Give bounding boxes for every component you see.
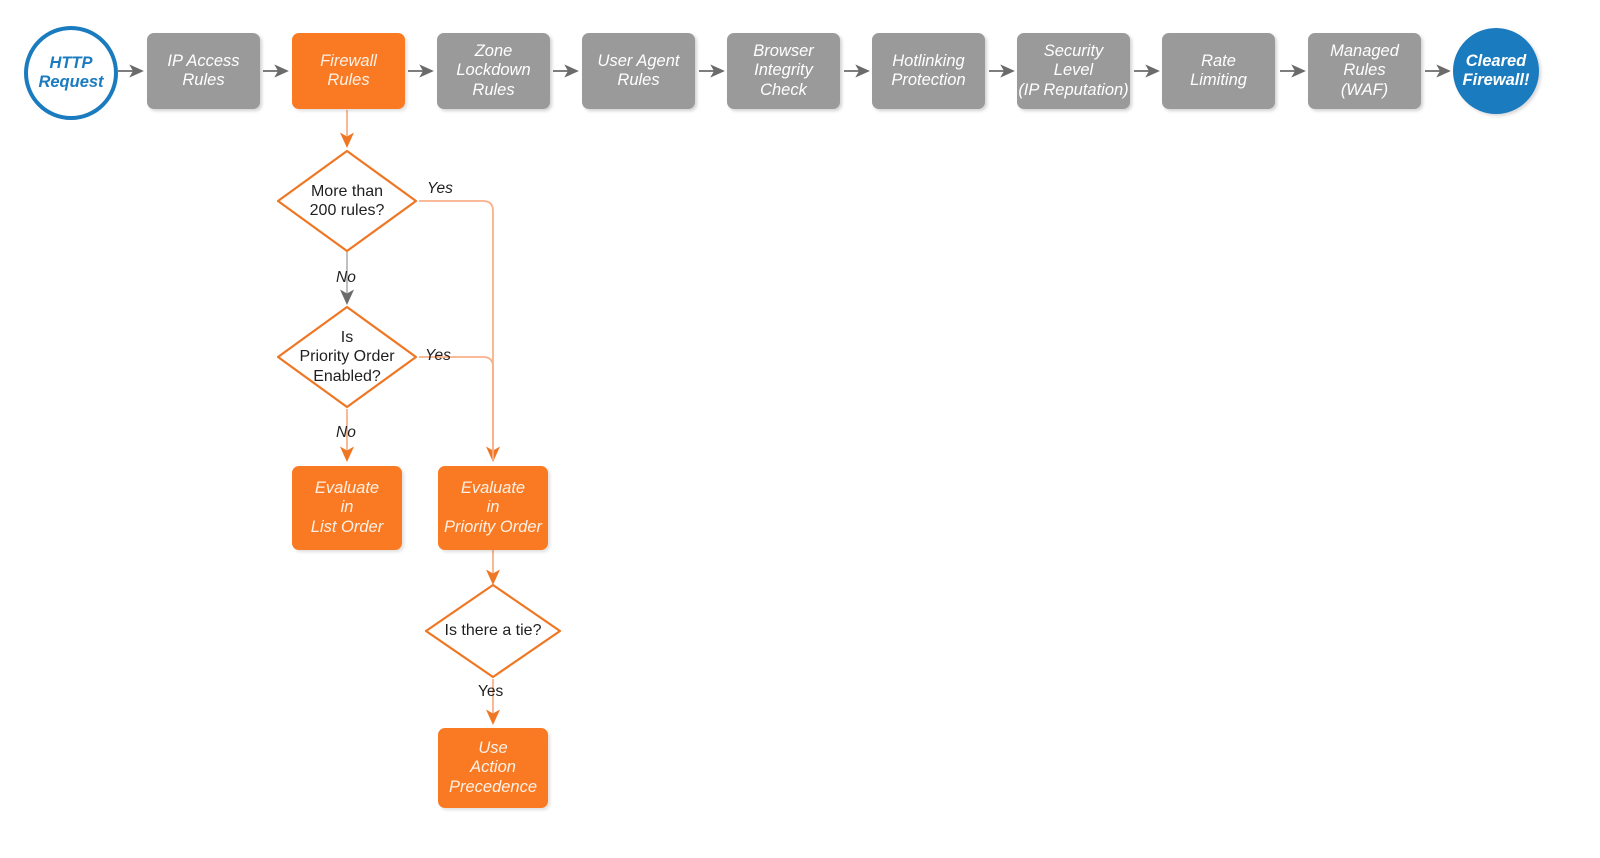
- node-cleared-firewall[interactable]: Cleared Firewall!: [1453, 28, 1539, 114]
- node-http-request[interactable]: HTTP Request: [24, 26, 118, 120]
- node-ip-access-rules[interactable]: IP Access Rules: [147, 33, 260, 109]
- node-browser-integrity-check[interactable]: Browser Integrity Check: [727, 33, 840, 109]
- edge-label-tie-yes: Yes: [478, 683, 504, 700]
- node-zone-lockdown-rules[interactable]: Zone Lockdown Rules: [437, 33, 550, 109]
- node-priority-order-enabled[interactable]: Is Priority Order Enabled?: [276, 305, 418, 409]
- edge-label-rules-no: No: [336, 269, 356, 286]
- node-more-than-200-rules[interactable]: More than 200 rules?: [276, 149, 418, 253]
- diamond-shape: [424, 583, 562, 679]
- node-priority-order-enabled-label: Is Priority Order Enabled?: [299, 329, 395, 385]
- node-managed-rules-waf[interactable]: Managed Rules (WAF): [1308, 33, 1421, 109]
- edge-label-rules-yes: Yes: [427, 180, 453, 197]
- node-evaluate-in-priority-order[interactable]: Evaluate in Priority Order: [438, 466, 548, 550]
- node-is-there-a-tie-label: Is there a tie?: [444, 622, 542, 640]
- node-evaluate-in-list-order[interactable]: Evaluate in List Order: [292, 466, 402, 550]
- node-more-than-200-rules-label: More than 200 rules?: [309, 182, 385, 219]
- node-firewall-rules[interactable]: Firewall Rules: [292, 33, 405, 109]
- node-security-level[interactable]: Security Level (IP Reputation): [1017, 33, 1130, 109]
- node-use-action-precedence[interactable]: Use Action Precedence: [438, 728, 548, 808]
- node-is-there-a-tie[interactable]: Is there a tie?: [424, 583, 562, 679]
- node-user-agent-rules[interactable]: User Agent Rules: [582, 33, 695, 109]
- edge-label-priority-yes: Yes: [425, 347, 451, 364]
- node-hotlinking-protection[interactable]: Hotlinking Protection: [872, 33, 985, 109]
- edge-label-priority-no: No: [336, 424, 356, 441]
- node-rate-limiting[interactable]: Rate Limiting: [1162, 33, 1275, 109]
- diamond-shape: [276, 149, 418, 253]
- diamond-shape: [276, 305, 418, 409]
